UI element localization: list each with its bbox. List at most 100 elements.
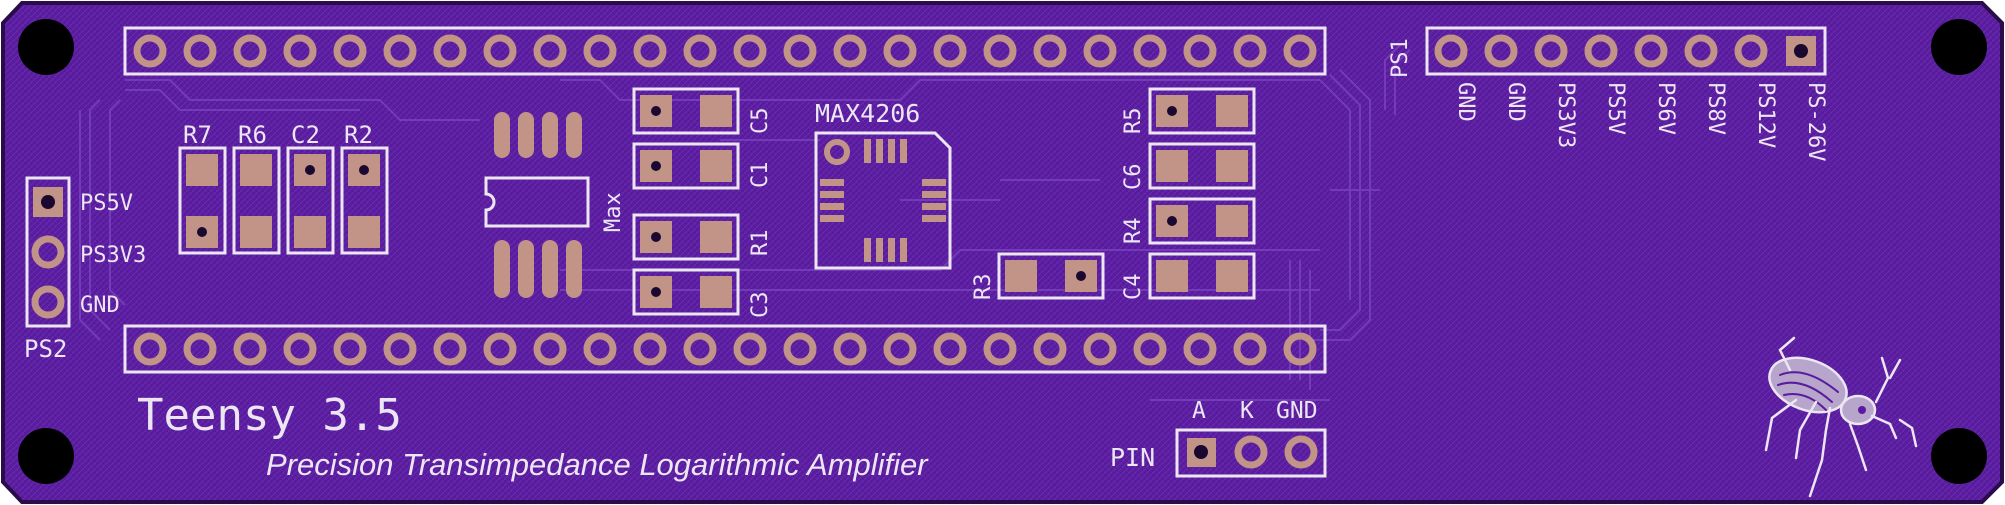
teensy-pin-top (1133, 34, 1167, 68)
ps1-pin-pad (1434, 34, 1468, 68)
ps1-pin-pad-hole (1794, 44, 1808, 58)
part-r5 (1148, 87, 1256, 135)
teensy-pin-bottom (183, 332, 217, 366)
label-c5: C5 (748, 108, 773, 135)
ps1-pin-pad (1634, 34, 1668, 68)
teensy-pin-bottom (1083, 332, 1117, 366)
label-r2: R2 (344, 121, 373, 149)
teensy-header-bottom-outline (123, 324, 1327, 374)
ic-name-label: MAX4206 (815, 99, 920, 128)
teensy-pin-top (533, 34, 567, 68)
ps1-pin-pad (1734, 34, 1768, 68)
teensy-pin-top (283, 34, 317, 68)
teensy-pin-top (333, 34, 367, 68)
teensy-header-top-outline (123, 26, 1327, 76)
part-r6 (232, 146, 281, 255)
teensy-pin-bottom (483, 332, 517, 366)
ps1-pin-label: PS3V3 (1553, 82, 1578, 148)
label-c3: C3 (748, 292, 773, 319)
teensy-pin-top (483, 34, 517, 68)
teensy-pin-top (783, 34, 817, 68)
teensy-header-bottom-row (133, 332, 1317, 366)
ps1-pin-label: GND (1453, 82, 1478, 122)
teensy-pin-top (383, 34, 417, 68)
part-r1 (632, 213, 740, 261)
part-c1 (632, 142, 740, 190)
part-c3 (632, 268, 740, 316)
soic8-footprint (484, 112, 590, 298)
pin-header-pins (1187, 435, 1318, 469)
label-c4: C4 (1121, 274, 1146, 301)
label-c1: C1 (748, 162, 773, 189)
ps1-pin-label: GND (1503, 82, 1528, 122)
teensy-pin-bottom (683, 332, 717, 366)
ps1-pin-label: PS8V (1703, 82, 1728, 135)
teensy-pin-top (1233, 34, 1267, 68)
ps2-pin-label-2: PS3V3 (80, 243, 146, 268)
pin-header-pad-k (1234, 435, 1268, 469)
label-r4: R4 (1121, 218, 1146, 245)
teensy-pin-bottom (1033, 332, 1067, 366)
weevil-bug-icon (1764, 336, 1918, 498)
teensy-pin-bottom (933, 332, 967, 366)
label-r6: R6 (238, 121, 267, 149)
mounting-hole-top-right (1931, 19, 1987, 75)
part-r2 (340, 146, 389, 255)
teensy-pin-bottom (1233, 332, 1267, 366)
part-c5 (632, 87, 740, 135)
teensy-pin-top (1033, 34, 1067, 68)
teensy-pin-bottom (433, 332, 467, 366)
ps1-pin-pad (1584, 34, 1618, 68)
teensy-pin-bottom (1133, 332, 1167, 366)
teensy-pin-bottom (883, 332, 917, 366)
teensy-pin-bottom (633, 332, 667, 366)
board-subtitle: Precision Transimpedance Logarithmic Amp… (266, 447, 929, 482)
ps2-pin-pad (31, 235, 65, 269)
teensy-pin-top (1283, 34, 1317, 68)
teensy-pin-bottom (783, 332, 817, 366)
teensy-pin-bottom (383, 332, 417, 366)
ps1-header-outline (1425, 26, 1827, 76)
mounting-holes (18, 19, 1987, 484)
teensy-pin-bottom (833, 332, 867, 366)
board-title: Teensy 3.5 (137, 390, 402, 441)
label-r1: R1 (748, 230, 773, 257)
qfn-footprint (814, 131, 952, 270)
teensy-pin-bottom (533, 332, 567, 366)
teensy-pin-top (233, 34, 267, 68)
part-r4 (1148, 197, 1256, 245)
ps1-pin-pad (1684, 34, 1718, 68)
teensy-pin-bottom (233, 332, 267, 366)
pin-header-outline (1175, 428, 1327, 478)
label-c2: C2 (291, 121, 320, 149)
teensy-pin-bottom (733, 332, 767, 366)
part-c4 (1148, 252, 1256, 300)
teensy-pin-top (1183, 34, 1217, 68)
part-c6 (1148, 142, 1256, 190)
mounting-hole-bottom-left (18, 428, 74, 484)
mounting-hole-bottom-right (1931, 428, 1987, 484)
teensy-pin-top (183, 34, 217, 68)
teensy-pin-bottom (283, 332, 317, 366)
ps1-pin-pad (1484, 34, 1518, 68)
pin-header-label: PIN (1110, 443, 1155, 472)
teensy-pin-top (433, 34, 467, 68)
ps1-pin-label: PS12V (1753, 82, 1778, 148)
teensy-pin-bottom (333, 332, 367, 366)
teensy-header-top-row (133, 34, 1317, 68)
ps2-header-pins (31, 187, 65, 319)
mounting-hole-top-left (18, 19, 74, 75)
teensy-pin-bottom (583, 332, 617, 366)
ps1-pin-pad (1534, 34, 1568, 68)
teensy-pin-top (883, 34, 917, 68)
ps2-pin-pad (31, 285, 65, 319)
label-c6: C6 (1121, 164, 1146, 191)
teensy-pin-bottom (1283, 332, 1317, 366)
ps1-pin-label: PS5V (1603, 82, 1628, 135)
label-r3: R3 (971, 274, 996, 301)
teensy-pin-top (983, 34, 1017, 68)
teensy-pin-top (583, 34, 617, 68)
teensy-pin-bottom (983, 332, 1017, 366)
teensy-pin-top (833, 34, 867, 68)
